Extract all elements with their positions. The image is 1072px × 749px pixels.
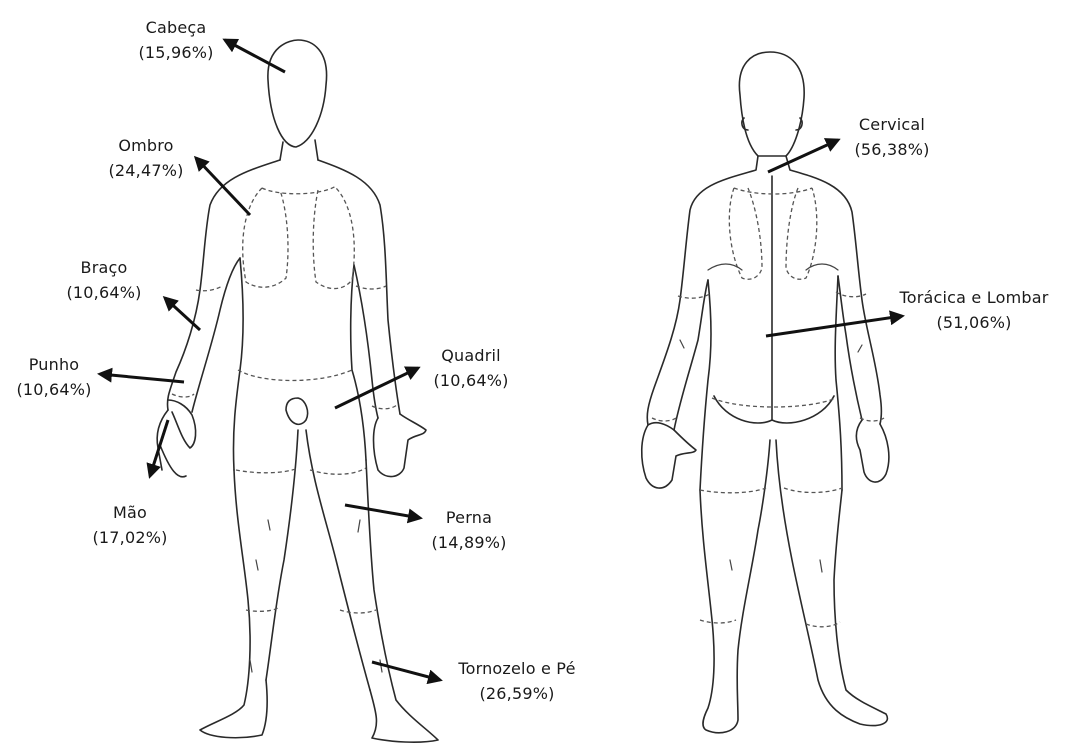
label-quadril: Quadril (10,64%) [421, 343, 521, 393]
label-braco-name: Braço [54, 255, 154, 280]
arrow-punho [100, 374, 184, 382]
label-quadril-value: (10,64%) [421, 368, 521, 393]
label-perna-value: (14,89%) [414, 530, 524, 555]
label-toracica: Torácica e Lombar (51,06%) [886, 285, 1062, 335]
label-braco: Braço (10,64%) [54, 255, 154, 305]
label-braco-value: (10,64%) [54, 280, 154, 305]
label-punho-name: Punho [4, 352, 104, 377]
label-perna-name: Perna [414, 505, 524, 530]
label-ombro-value: (24,47%) [96, 158, 196, 183]
label-cabeca: Cabeça (15,96%) [126, 15, 226, 65]
label-ombro: Ombro (24,47%) [96, 133, 196, 183]
arrow-quadril [335, 368, 418, 408]
arrow-perna [345, 505, 420, 518]
label-cabeca-name: Cabeça [126, 15, 226, 40]
label-quadril-name: Quadril [421, 343, 521, 368]
label-punho: Punho (10,64%) [4, 352, 104, 402]
label-tornozelo-value: (26,59%) [442, 681, 592, 706]
label-mao: Mão (17,02%) [80, 500, 180, 550]
label-perna: Perna (14,89%) [414, 505, 524, 555]
arrow-cabeca [225, 40, 285, 72]
label-cervical-value: (56,38%) [842, 137, 942, 162]
label-mao-name: Mão [80, 500, 180, 525]
front-body-figure [157, 40, 438, 742]
arrow-toracica [766, 316, 902, 336]
label-tornozelo: Tornozelo e Pé (26,59%) [442, 656, 592, 706]
label-mao-value: (17,02%) [80, 525, 180, 550]
label-cervical: Cervical (56,38%) [842, 112, 942, 162]
arrow-braco [165, 298, 200, 330]
label-punho-value: (10,64%) [4, 377, 104, 402]
label-ombro-name: Ombro [96, 133, 196, 158]
label-toracica-value: (51,06%) [886, 310, 1062, 335]
label-cervical-name: Cervical [842, 112, 942, 137]
label-cabeca-value: (15,96%) [126, 40, 226, 65]
arrow-ombro [196, 158, 250, 215]
label-tornozelo-name: Tornozelo e Pé [442, 656, 592, 681]
label-toracica-name: Torácica e Lombar [886, 285, 1062, 310]
